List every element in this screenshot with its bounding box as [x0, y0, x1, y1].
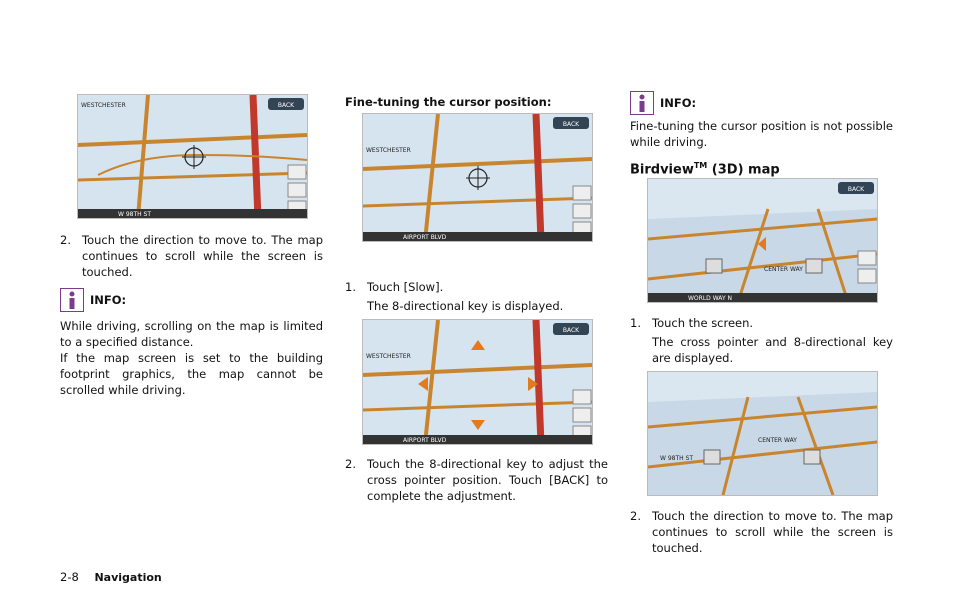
map-screenshot-scroll: BACK WESTCHESTER W 98TH ST	[77, 94, 308, 219]
back-button-label: BACK	[563, 121, 580, 128]
street-label: WESTCHESTER	[366, 147, 411, 154]
step-text: Touch the 8-directional key to adjust th…	[367, 457, 608, 503]
step-item: 1. Touch [Slow].	[345, 279, 608, 295]
step-item: 2. Touch the direction to move to. The m…	[60, 232, 323, 280]
step-text: Touch [Slow].	[367, 280, 444, 294]
info-block: INFO:	[630, 91, 893, 115]
birdview-screenshot: BACK CENTER WAY WORLD WAY N	[647, 178, 878, 303]
street-label: CENTER WAY	[764, 266, 803, 273]
info-label: INFO:	[90, 293, 127, 307]
section-heading: Fine-tuning the cursor position:	[345, 95, 552, 109]
step-number: 2.	[630, 509, 641, 523]
back-button-label: BACK	[278, 102, 295, 109]
street-label: CENTER WAY	[758, 437, 797, 444]
trademark: TM	[693, 161, 708, 170]
step-item: 1. Touch the screen.	[630, 315, 893, 331]
info-text: While driving, scrolling on the map is l…	[60, 319, 323, 349]
section-title-text: Birdview	[630, 162, 694, 178]
section-title-suffix: (3D) map	[707, 162, 780, 178]
birdview-screenshot-scroll: CENTER WAY W 98TH ST	[647, 371, 878, 496]
step-number: 1.	[630, 316, 641, 330]
step-item: 2. Touch the 8-directional key to adjust…	[345, 456, 608, 504]
step-subtext: The cross pointer and 8-directional key …	[652, 335, 893, 365]
page-footer: 2-8 Navigation	[60, 570, 162, 584]
street-label: W 98TH ST	[118, 211, 151, 218]
step-text: Touch the direction to move to. The map …	[82, 233, 323, 279]
street-label: WORLD WAY N	[688, 295, 732, 302]
step-number: 1.	[345, 280, 356, 294]
info-icon	[60, 288, 84, 312]
info-text: Fine-tuning the cursor position is not p…	[630, 119, 893, 149]
map-screenshot-slow: BACK WESTCHESTER AIRPORT BLVD	[362, 113, 593, 242]
step-subtext: The 8-directional key is displayed.	[367, 299, 564, 313]
street-label: AIRPORT BLVD	[403, 234, 447, 241]
step-text: Touch the screen.	[652, 316, 754, 330]
street-label: WESTCHESTER	[81, 102, 126, 109]
back-button-label: BACK	[848, 186, 865, 193]
info-block: INFO:	[60, 288, 323, 312]
step-text: Touch the direction to move to. The map …	[652, 509, 893, 555]
info-text: If the map screen is set to the building…	[60, 351, 323, 397]
footer-section-name: Navigation	[94, 571, 162, 584]
step-number: 2.	[345, 457, 356, 471]
step-item: 2. Touch the direction to move to. The m…	[630, 508, 893, 556]
section-title: BirdviewTM (3D) map	[630, 158, 893, 178]
back-button-label: BACK	[563, 327, 580, 334]
step-number: 2.	[60, 233, 71, 247]
info-label: INFO:	[660, 96, 697, 110]
street-label: AIRPORT BLVD	[403, 437, 447, 444]
street-label: WESTCHESTER	[366, 353, 411, 360]
street-label: W 98TH ST	[660, 455, 693, 462]
info-icon	[630, 91, 654, 115]
page-number: 2-8	[60, 570, 79, 584]
map-screenshot-8dir: BACK WESTCHESTER AIRPORT BLVD	[362, 319, 593, 445]
